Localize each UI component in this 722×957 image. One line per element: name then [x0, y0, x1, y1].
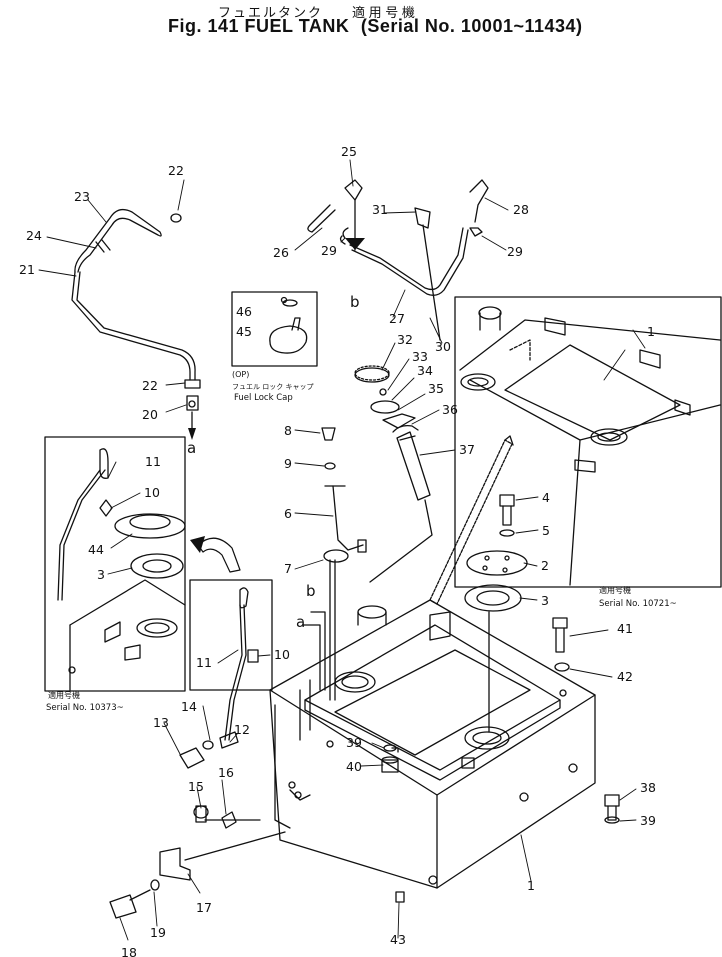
lock-cap-op: (OP): [232, 370, 249, 379]
part-label: 33: [412, 349, 428, 364]
right-inset-panel: [454, 296, 722, 588]
part-label: 2: [541, 558, 549, 573]
part-label: 21: [19, 262, 35, 277]
part-label: 31: [372, 202, 388, 217]
part-label: 3: [97, 567, 105, 582]
lock-cap-en: Fuel Lock Cap: [234, 393, 293, 403]
filler-cap-stack: [354, 365, 433, 583]
part-label: 10: [144, 485, 160, 500]
curved-arrow-icon: [197, 537, 241, 573]
part-label: 37: [459, 442, 475, 457]
part-label: 5: [542, 523, 550, 538]
part-number-labels: 1 1 2 3 3 4 5 6 7 8 9 10 10 11 11 12 13 …: [19, 144, 656, 957]
part-label: 6: [284, 506, 292, 521]
serial-range-text: Serial No. 10001~11434: [367, 16, 577, 36]
part-label: 14: [181, 699, 197, 714]
leader-lines: [38, 159, 646, 941]
part-label: 15: [188, 779, 204, 794]
part-label: 38: [640, 780, 656, 795]
part-label: 17: [196, 900, 212, 915]
connector-b-top: b: [350, 293, 360, 311]
right-inset-jp: 適用号機: [599, 585, 631, 595]
part-label: 24: [26, 228, 42, 243]
part-label: 46: [236, 304, 252, 319]
fuel-level-gauge: [321, 427, 367, 701]
main-fuel-tank: [269, 599, 596, 889]
part-label: 1: [647, 324, 655, 339]
part-label: 12: [234, 722, 250, 737]
part-label: 16: [218, 765, 234, 780]
return-pipe-assembly: [307, 179, 489, 341]
lock-cap-jp: フュエル ロック キャップ: [232, 383, 313, 391]
part-label: 13: [153, 715, 169, 730]
figure-title: Fig. 141 FUEL TANK (Serial No. 10001~114…: [168, 16, 583, 37]
part-label: 39: [346, 735, 362, 750]
figure-title-text: Fig. 141 FUEL TANK: [168, 16, 350, 36]
part-label: 41: [617, 621, 633, 636]
part-label: 44: [88, 542, 104, 557]
part-label: 30: [435, 339, 451, 354]
part-label: 1: [527, 878, 535, 893]
connector-a-bottom: a: [296, 613, 305, 631]
part-label: 42: [617, 669, 633, 684]
part-label: 3: [541, 593, 549, 608]
part-label: 22: [142, 378, 158, 393]
drain-fittings: [109, 579, 405, 919]
connector-b-bottom: b: [306, 582, 316, 600]
part-label: 22: [168, 163, 184, 178]
part-label: 36: [442, 402, 458, 417]
part-label: 4: [542, 490, 550, 505]
part-label: 19: [150, 925, 166, 940]
part-label: 26: [273, 245, 289, 260]
right-inset-serial: Serial No. 10721~: [599, 599, 677, 609]
part-label: 18: [121, 945, 137, 957]
part-label: 7: [284, 561, 292, 576]
part-label: 35: [428, 381, 444, 396]
cover-hardware: [381, 494, 620, 824]
part-label: 11: [145, 454, 161, 469]
figure-header: フュエルタンク 適 用 号 機 Fig. 141 FUEL TANK (Seri…: [0, 0, 722, 40]
part-label: 43: [390, 932, 406, 947]
part-label: 29: [321, 243, 337, 258]
part-label: 8: [284, 423, 292, 438]
part-label: 29: [507, 244, 523, 259]
part-label: 34: [417, 363, 433, 378]
breather-pipe-assembly: [71, 208, 201, 440]
threaded-rod: [429, 439, 513, 605]
left-inset-panel: [44, 436, 186, 692]
part-label: 25: [341, 144, 357, 159]
connector-a-top: a: [187, 439, 196, 457]
part-label: 11: [196, 655, 212, 670]
part-label: 20: [142, 407, 158, 422]
part-label: 32: [397, 332, 413, 347]
part-label: 45: [236, 324, 252, 339]
serial-range: (Serial No. 10001~11434): [360, 16, 583, 36]
part-label: 9: [284, 456, 292, 471]
applicable-japanese: 適 用 号 機: [352, 5, 415, 20]
left-inset-jp: 適用号機: [48, 690, 80, 700]
part-label: 10: [274, 647, 290, 662]
part-label: 27: [389, 311, 405, 326]
left-inset-serial: Serial No. 10373~: [46, 703, 124, 713]
part-label: 23: [74, 189, 90, 204]
part-label: 28: [513, 202, 529, 217]
title-japanese: フュエルタンク: [218, 5, 324, 20]
lock-cap-inset: [231, 291, 318, 367]
part-label: 40: [346, 759, 362, 774]
part-label: 39: [640, 813, 656, 828]
